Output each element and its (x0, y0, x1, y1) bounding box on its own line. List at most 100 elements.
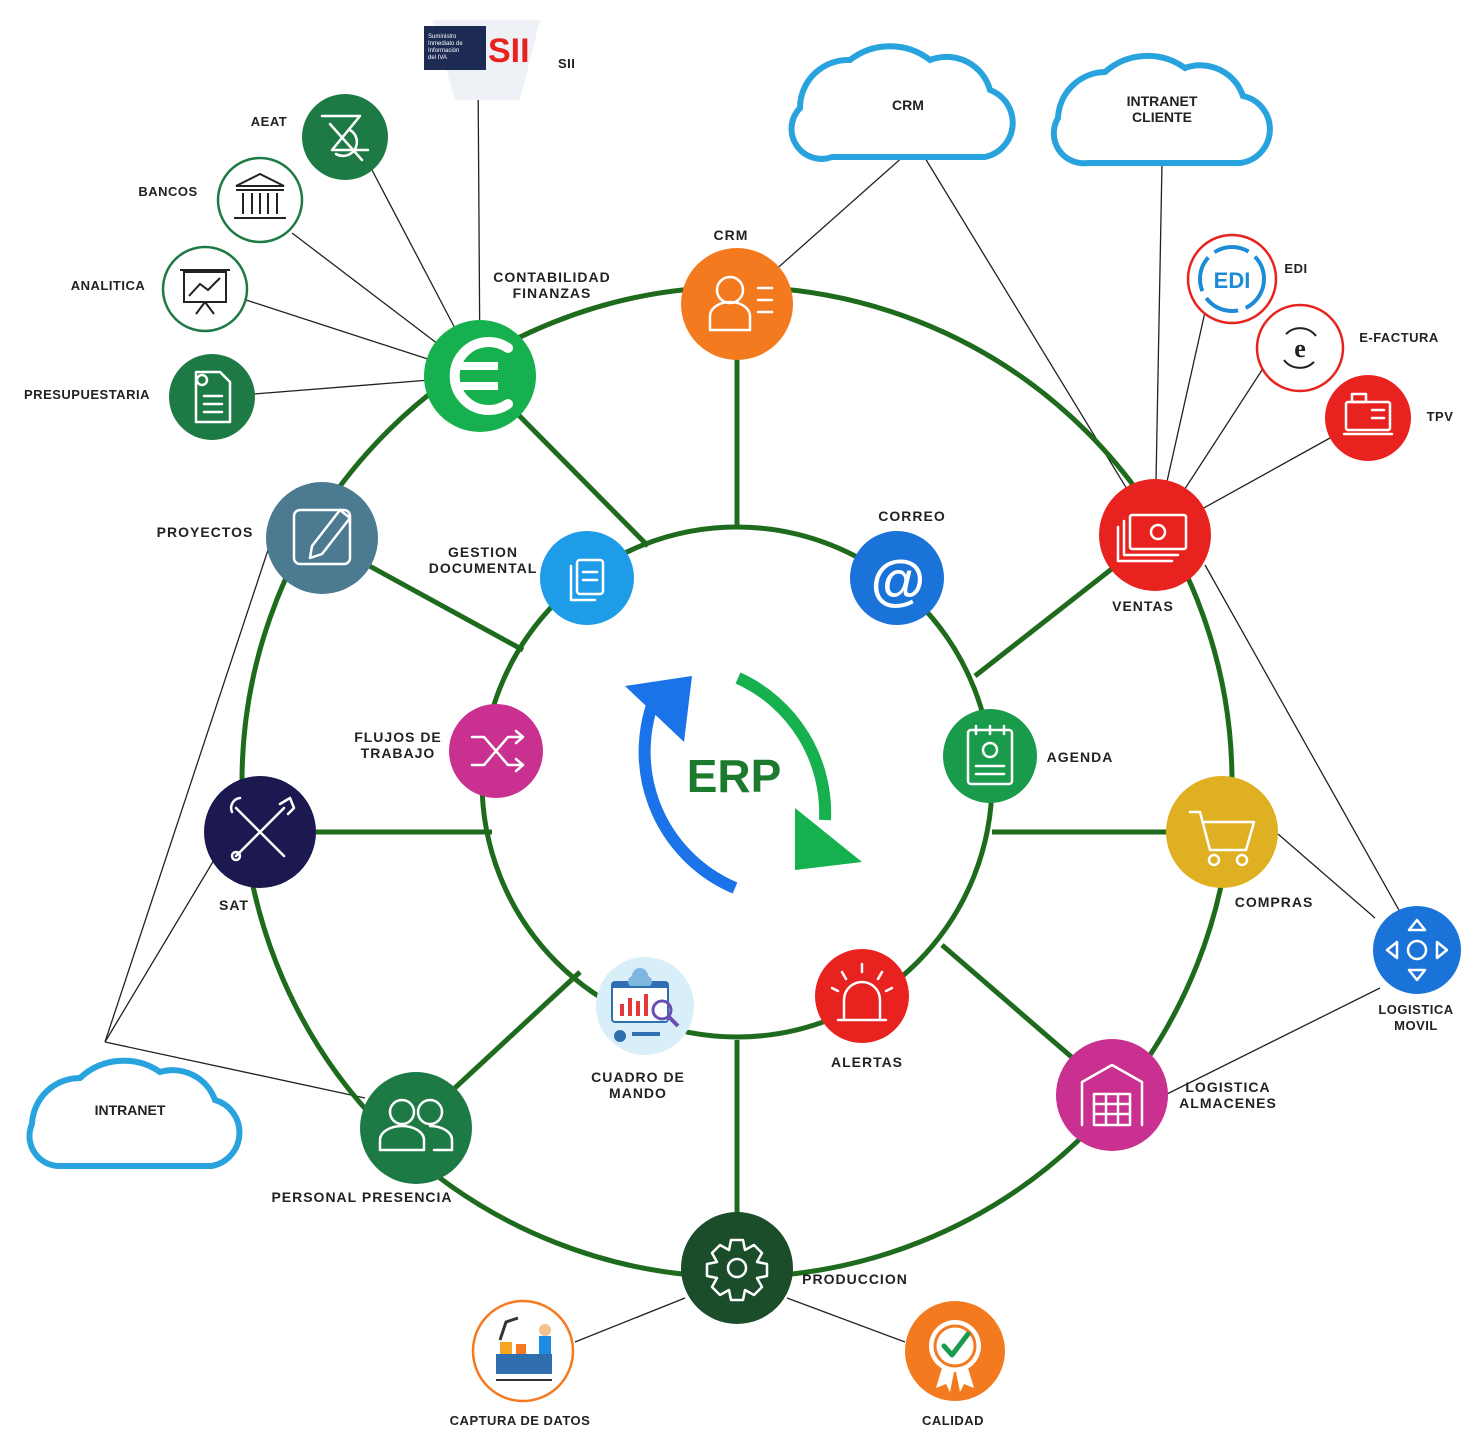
siren-icon (830, 962, 894, 1022)
shuffle-icon (470, 729, 525, 773)
factory-robot-icon (496, 1316, 552, 1381)
module-produccion-label: PRODUCCION (802, 1271, 908, 1287)
module-ventas-label: VENTAS (1112, 598, 1174, 614)
module-contabilidad-line2: FINANZAS (513, 285, 592, 301)
module-flujos-line2: TRABAJO (361, 745, 436, 761)
satellite-calidad[interactable]: CALIDAD (905, 1301, 1005, 1428)
module-cuadro[interactable]: CUADRO DE MANDO (591, 957, 694, 1101)
module-flujos[interactable]: FLUJOS DE TRABAJO (354, 704, 543, 798)
module-ventas[interactable]: VENTAS (1099, 479, 1211, 614)
cloud-intranet: INTRANET (26, 1057, 243, 1170)
module-contabilidad[interactable]: CONTABILIDAD FINANZAS (424, 269, 611, 432)
cloud-crm: CRM (788, 43, 1016, 162)
module-logistica-line2: ALMACENES (1179, 1095, 1277, 1111)
satellite-aeat[interactable]: AEAT (251, 94, 388, 180)
module-agenda-label: AGENDA (1047, 749, 1114, 765)
sii-logo-text-4: del IVA (428, 55, 447, 61)
module-personal[interactable]: PERSONAL PRESENCIA (271, 1072, 472, 1205)
users-icon (378, 1098, 454, 1152)
satellite-aeat-label: AEAT (251, 114, 287, 129)
green-arrowhead (795, 808, 862, 870)
module-cuadro-line2: MANDO (609, 1085, 667, 1101)
module-contabilidad-line1: CONTABILIDAD (493, 269, 611, 285)
module-proyectos[interactable]: PROYECTOS (157, 482, 378, 594)
module-flujos-line1: FLUJOS DE (354, 729, 442, 745)
satellite-analitica-label: ANALITICA (71, 278, 146, 293)
gear-icon (705, 1238, 769, 1302)
module-compras[interactable]: COMPRAS (1166, 776, 1313, 910)
at-sign-icon: @ (870, 549, 925, 612)
sii-logo-text-1: Suministro (428, 34, 457, 40)
satellite-captura[interactable]: CAPTURA DE DATOS (450, 1299, 591, 1428)
satellite-analitica[interactable]: ANALITICA (71, 245, 249, 333)
sii-logo-mark: SII (488, 32, 530, 70)
satellite-captura-label: CAPTURA DE DATOS (450, 1413, 591, 1428)
warehouse-icon (1080, 1063, 1144, 1127)
tools-icon (229, 796, 296, 862)
sii-logo-text-3: Información (428, 48, 459, 54)
module-agenda[interactable]: AGENDA (943, 709, 1113, 803)
satellite-tpv-label: TPV (1427, 409, 1454, 424)
module-gestion-line2: DOCUMENTAL (429, 560, 538, 576)
calendar-icon (966, 724, 1014, 786)
invoice-document-icon (194, 370, 232, 424)
module-compras-label: COMPRAS (1235, 894, 1314, 910)
module-crm-label: CRM (714, 227, 749, 243)
cloud-intranet-cliente: INTRANET CLIENTE (1050, 52, 1273, 167)
module-gestion-line1: GESTION (448, 544, 518, 560)
module-personal-label: PERSONAL PRESENCIA (271, 1189, 452, 1205)
module-correo[interactable]: @ CORREO (850, 508, 946, 625)
satellite-presupuestaria-label: PRESUPUESTARIA (24, 387, 150, 402)
aeat-logo-icon (320, 114, 370, 162)
erp-center: ERP (625, 672, 862, 894)
module-produccion[interactable]: PRODUCCION (681, 1212, 908, 1324)
shopping-cart-icon (1188, 810, 1256, 867)
e-invoice-icon: e (1283, 327, 1317, 369)
module-alertas[interactable]: ALERTAS (815, 949, 909, 1070)
cloud-intranet-cliente-line1: INTRANET (1127, 93, 1198, 109)
edi-icon: EDI (1214, 268, 1251, 293)
documents-icon (569, 558, 605, 602)
cash-register-icon (1116, 513, 1188, 563)
quality-badge-icon (929, 1320, 981, 1392)
module-crm[interactable]: CRM (681, 227, 793, 360)
satellite-sii[interactable]: Suministro Inmediato de Información del … (424, 20, 575, 100)
cloud-intranet-label: INTRANET (95, 1102, 166, 1118)
cloud-intranet-cliente-line2: CLIENTE (1132, 109, 1192, 125)
module-sat[interactable]: SAT (204, 776, 316, 913)
direction-pad-icon (1385, 918, 1449, 982)
user-card-icon (708, 275, 774, 332)
cloud-crm-label: CRM (892, 97, 924, 113)
bank-icon (234, 172, 286, 219)
presentation-chart-icon (180, 269, 230, 315)
satellite-bancos[interactable]: BANCOS (138, 156, 304, 244)
pos-terminal-icon (1342, 392, 1394, 436)
satellite-calidad-label: CALIDAD (922, 1413, 984, 1428)
dashboard-icon (611, 968, 680, 1042)
satellite-logistica-movil-line1: LOGISTICA (1378, 1002, 1453, 1017)
satellite-sii-label: SII (558, 56, 575, 71)
refresh-arrow-blue (638, 683, 738, 894)
erp-title: ERP (687, 750, 782, 802)
edit-document-icon (292, 508, 352, 566)
satellite-presupuestaria[interactable]: PRESUPUESTARIA (24, 354, 255, 440)
refresh-arrow-green (735, 672, 832, 821)
module-proyectos-label: PROYECTOS (157, 524, 254, 540)
satellite-edi-label: EDI (1284, 261, 1307, 276)
blue-arrowhead (625, 676, 692, 742)
module-logistica-line1: LOGISTICA (1185, 1079, 1270, 1095)
module-alertas-label: ALERTAS (831, 1054, 903, 1070)
satellite-edi[interactable]: EDI EDI (1186, 233, 1308, 325)
euro-icon (449, 337, 513, 415)
satellite-logistica-movil[interactable]: LOGISTICA MOVIL (1373, 906, 1461, 1033)
satellite-tpv[interactable]: TPV (1325, 375, 1453, 461)
module-cuadro-line1: CUADRO DE (591, 1069, 685, 1085)
satellite-bancos-label: BANCOS (138, 184, 197, 199)
module-gestion[interactable]: GESTION DOCUMENTAL (429, 531, 634, 625)
svg-text:e: e (1294, 334, 1306, 363)
module-sat-label: SAT (219, 897, 249, 913)
satellite-efactura[interactable]: e E-FACTURA (1255, 303, 1439, 393)
satellite-logistica-movil-line2: MOVIL (1394, 1018, 1438, 1033)
satellite-efactura-label: E-FACTURA (1359, 330, 1439, 345)
module-logistica[interactable]: LOGISTICA ALMACENES (1056, 1039, 1277, 1151)
